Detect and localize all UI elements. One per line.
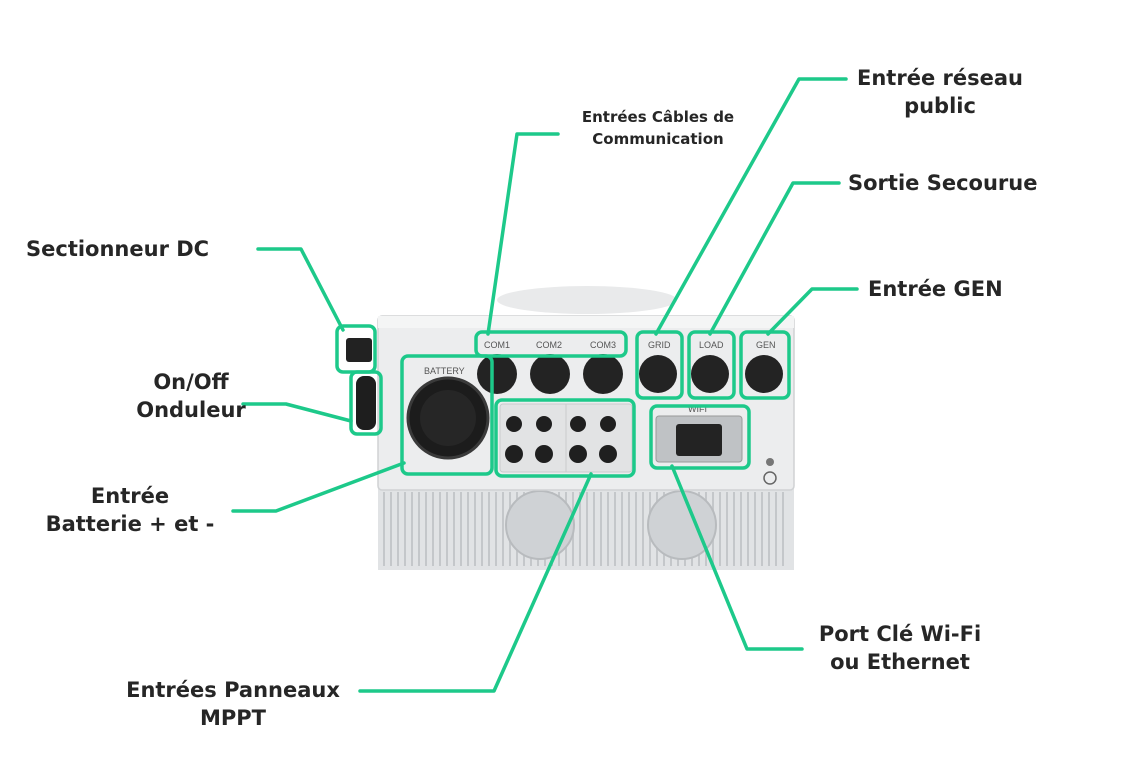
com2-gland [530,354,570,394]
label-backup-out: Sortie Secourue [848,171,1038,195]
wifi-port-socket [676,424,722,456]
battery-connector-cap [420,390,476,446]
label-battery-in-line2: Batterie + et - [45,512,215,536]
com1-label: COM1 [484,340,510,350]
com3-gland [583,354,623,394]
highlight-wifi [649,404,751,470]
label-onoff-line2: Onduleur [136,398,246,422]
label-battery-in-line1: Entrée [90,484,170,508]
gen-gland [745,355,783,393]
mppt-pv-connector [506,416,522,432]
highlight-gen [739,330,791,400]
label-wifi-port-line1: Port Clé Wi-Fi [818,622,982,646]
label-com-cables-line1: Entrées Câbles de [581,108,735,126]
heatsink [378,486,794,570]
top-cover [497,286,677,314]
mppt-pv-connector [599,445,617,463]
label-onoff-line1: On/Off [153,370,229,394]
leader-mppt [358,472,593,693]
leader-gen [766,287,859,336]
label-gen-in: Entrée GEN [868,277,1003,301]
leader-wifi [670,464,804,651]
body-top-edge [378,316,794,328]
com2-label: COM2 [536,340,562,350]
highlight-com [474,330,628,358]
grid-gland [639,355,677,393]
label-grid-in: Entrée réseau public [840,64,1040,120]
leader-onoff [241,402,353,423]
label-mppt-in-line1: Entrées Panneaux [126,678,340,702]
ground-screw [766,458,774,466]
com1-gland [477,354,517,394]
highlight-battery [400,354,494,476]
leader-com [486,132,560,336]
mppt-pv-connector [569,445,587,463]
leader-grid [654,77,848,336]
label-dc-disconnect: Sectionneur DC [26,237,210,261]
com3-label: COM3 [590,340,616,350]
label-com-cables: Entrées Câbles de Communication [556,106,760,150]
highlight-grid [635,330,684,400]
mppt-pv-connector [570,416,586,432]
label-wifi-port-line2: ou Ethernet [830,650,970,674]
fan-left [505,490,575,560]
label-com-cables-line2: Communication [592,130,724,148]
mppt-pv-connector [535,445,553,463]
highlight-mppt [494,398,636,478]
label-grid-in-line1: Entrée réseau [857,66,1023,90]
label-wifi-port: Port Clé Wi-Fi ou Ethernet [800,620,1000,676]
battery-port-label: BATTERY [424,366,465,376]
mppt-pv-connector [600,416,616,432]
load-label: LOAD [699,340,724,350]
label-onoff: On/Off Onduleur [96,368,286,424]
leader-load [708,181,841,336]
label-mppt-in: Entrées Panneaux MPPT [108,676,358,732]
label-mppt-in-line2: MPPT [199,706,266,730]
mppt-connectors [499,403,633,473]
leader-dc-disconnect [256,247,345,332]
mppt-pv-connector [505,445,523,463]
gen-label: GEN [756,340,776,350]
mppt-pv-connector [536,416,552,432]
dc-disconnect-knob [346,338,372,362]
load-gland [691,355,729,393]
grid-label: GRID [648,340,671,350]
leader-battery [231,461,406,513]
wifi-port-label: WIFI [688,404,707,414]
onoff-button [356,376,376,430]
highlight-onoff [349,370,383,436]
label-battery-in: Entrée Batterie + et - [30,482,230,538]
label-grid-in-line2: public [904,94,976,118]
ground-mark [763,471,777,485]
